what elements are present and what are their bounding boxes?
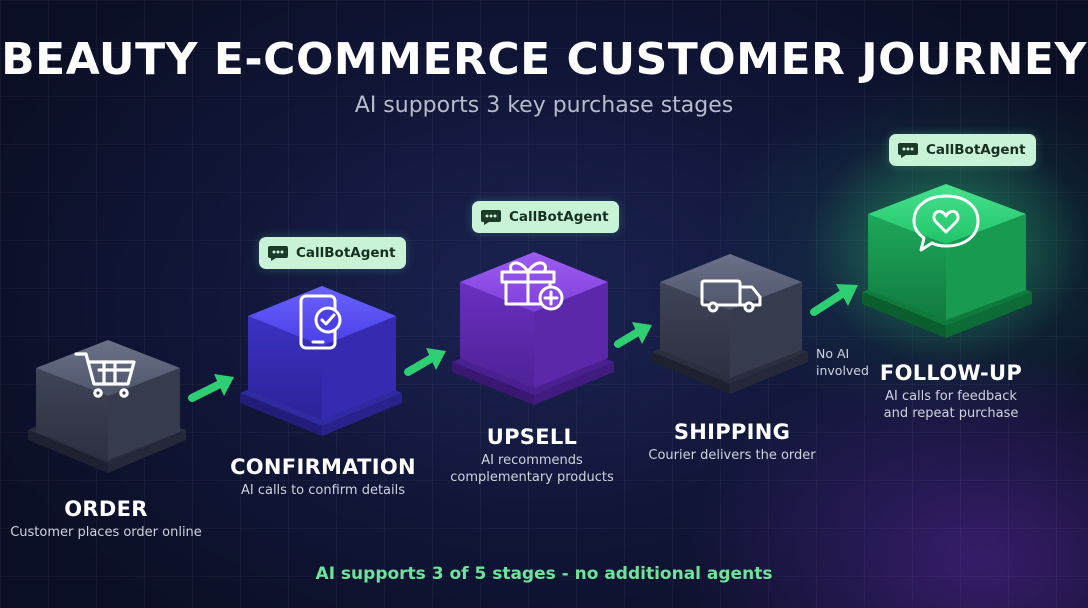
chat-bubble-icon — [898, 143, 918, 158]
stage-name: UPSELL — [486, 425, 578, 449]
stage-label-shipping: SHIPPING Courier delivers the order — [648, 420, 815, 464]
badge-label: CallBotAgent — [296, 245, 396, 261]
no-ai-note: No AI involved — [816, 345, 869, 379]
phone-check-icon — [299, 294, 342, 350]
callbotagent-badge-upsell: CallBotAgent — [472, 201, 619, 233]
badge-label: CallBotAgent — [926, 142, 1026, 158]
stage-name: FOLLOW-UP — [879, 361, 1023, 385]
stage-name: CONFIRMATION — [230, 455, 416, 479]
no-ai-line: No AI — [816, 346, 850, 361]
stage-block-shipping — [652, 254, 808, 394]
shopping-cart-icon — [74, 352, 136, 398]
footer-summary: AI supports 3 of 5 stages - no additiona… — [315, 564, 773, 584]
arrow-confirmation-to-upsell — [404, 348, 446, 376]
stage-desc: AI recommends — [481, 453, 583, 468]
stage-name: ORDER — [64, 497, 148, 521]
delivery-truck-icon — [700, 279, 762, 313]
stage-block-confirmation — [240, 286, 402, 436]
callbotagent-badge-followup: CallBotAgent — [889, 134, 1036, 166]
stage-desc: complementary products — [450, 470, 614, 485]
stage-block-followup — [862, 184, 1032, 338]
stage-label-upsell: UPSELL AI recommends complementary produ… — [450, 425, 614, 486]
stage-label-confirmation: CONFIRMATION AI calls to confirm details — [230, 455, 416, 499]
stage-name: SHIPPING — [673, 420, 791, 444]
stage-label-followup: FOLLOW-UP AI calls for feedback and repe… — [880, 361, 1022, 422]
chat-bubble-icon — [481, 210, 501, 225]
badge-label: CallBotAgent — [509, 209, 609, 225]
stage-desc: AI calls to confirm details — [240, 483, 406, 498]
heart-chat-icon — [912, 194, 980, 252]
stage-block-order — [28, 340, 186, 473]
stage-desc: Courier delivers the order — [648, 448, 816, 463]
stage-label-order: ORDER Customer places order online — [10, 497, 202, 541]
stage-block-upsell — [452, 252, 614, 405]
chat-bubble-icon — [268, 246, 288, 261]
page-title: BEAUTY E-COMMERCE CUSTOMER JOURNEY — [1, 34, 1087, 85]
stage-desc: and repeat purchase — [883, 406, 1019, 421]
arrow-order-to-confirmation — [188, 374, 234, 402]
arrow-upsell-to-shipping — [614, 322, 652, 348]
arrow-shipping-to-followup — [810, 284, 858, 316]
no-ai-line: involved — [816, 363, 869, 378]
stage-desc: Customer places order online — [10, 525, 202, 540]
gift-plus-icon — [500, 261, 564, 311]
callbotagent-badge-confirmation: CallBotAgent — [259, 237, 406, 269]
page-subtitle: AI supports 3 key purchase stages — [354, 93, 734, 118]
stage-desc: AI calls for feedback — [885, 389, 1017, 404]
